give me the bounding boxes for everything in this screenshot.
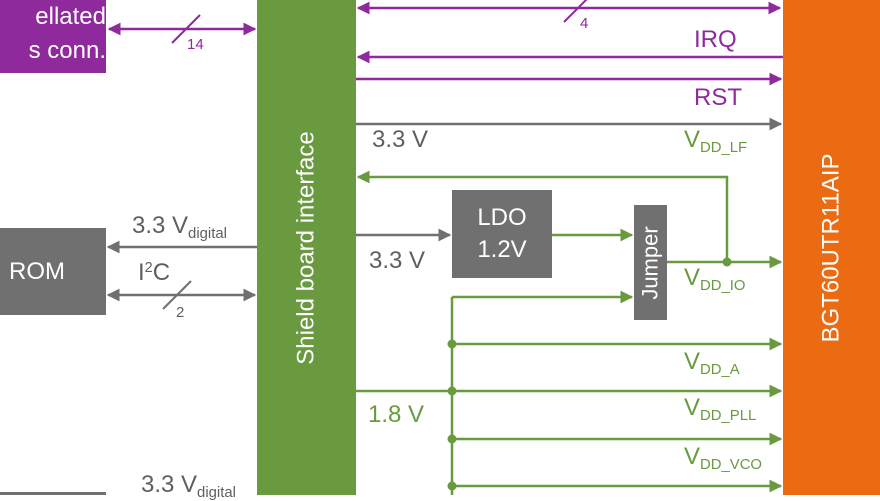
purple-connector-block: ellated s conn. (0, 0, 106, 73)
v33-digital-rom-label: 3.3 Vdigital (132, 214, 227, 242)
i2c-tail: C (152, 259, 171, 286)
jumper-block: Jumper (634, 205, 667, 320)
i2c-bus-slash (162, 280, 192, 310)
shield-board-interface-block: Shield board interface (257, 0, 356, 495)
eeprom-block: ROM (0, 228, 106, 315)
vdd-a-sub: DD_A (700, 362, 740, 379)
vdd-lf-sub: DD_LF (700, 140, 748, 157)
v33-digital-bottom-label: 3.3 Vdigital (141, 473, 236, 501)
v33-digital-rom-main: 3.3 V (132, 212, 189, 239)
v33-shield-out-label: 3.3 V (372, 126, 429, 153)
junction-dot-vco (447, 434, 457, 444)
bus-14-count: 14 (187, 36, 204, 53)
i2c-main: I (138, 259, 145, 286)
ldo-regulator-block: LDO 1.2V (452, 190, 552, 278)
vdd-pll-label: VDD_PLL (684, 396, 756, 424)
vdd-lf-label: VDD_LF (684, 128, 747, 156)
purple-block-line2: s conn. (28, 37, 106, 64)
vdd-vco-main: V (684, 443, 701, 470)
bus-4-slash (563, 0, 588, 23)
vdd-a-main: V (684, 348, 701, 375)
v18-label: 1.8 V (368, 401, 425, 428)
vddio-feedback-line (356, 170, 729, 262)
rst-label: RST (694, 84, 742, 111)
vdd-lf-main: V (684, 126, 701, 153)
v33-digital-bottom-sub: digital (197, 485, 236, 501)
junction-dot-pll (447, 386, 457, 396)
bus-14-slash (171, 14, 201, 44)
vdd-vco-sub: DD_VCO (700, 457, 763, 474)
v33-digital-bottom-main: 3.3 V (141, 471, 198, 498)
junction-dot-bottom (447, 481, 457, 491)
v33-digital-rom-sub: digital (188, 226, 227, 243)
rom-label: ROM (9, 257, 65, 285)
vdd-io-sub: DD_IO (700, 278, 746, 295)
ldo-label: LDO (477, 204, 527, 231)
bottom-left-block-edge (0, 492, 106, 495)
v33-ldo-in-label: 3.3 V (369, 247, 426, 274)
bgt60-radar-chip-block: BGT60UTR11AIP (783, 0, 880, 495)
vdd-vco-label: VDD_VCO (684, 445, 762, 473)
bus-4-count: 4 (580, 15, 589, 32)
purple-block-line1: ellated (35, 3, 106, 30)
vddio-junction-dot (722, 257, 732, 267)
vdd-io-label: VDD_IO (684, 266, 745, 294)
vdd-a-label: VDD_A (684, 350, 740, 378)
i2c-label: I2C (138, 261, 170, 285)
bus-2-count: 2 (176, 304, 185, 321)
junction-dot-a (447, 339, 457, 349)
ldo-voltage-label: 1.2V (477, 236, 527, 263)
vdd-pll-sub: DD_PLL (700, 408, 757, 425)
irq-label: IRQ (694, 26, 737, 53)
vdd-io-main: V (684, 264, 701, 291)
vdd-pll-main: V (684, 394, 701, 421)
i2c-sup: 2 (144, 260, 153, 277)
